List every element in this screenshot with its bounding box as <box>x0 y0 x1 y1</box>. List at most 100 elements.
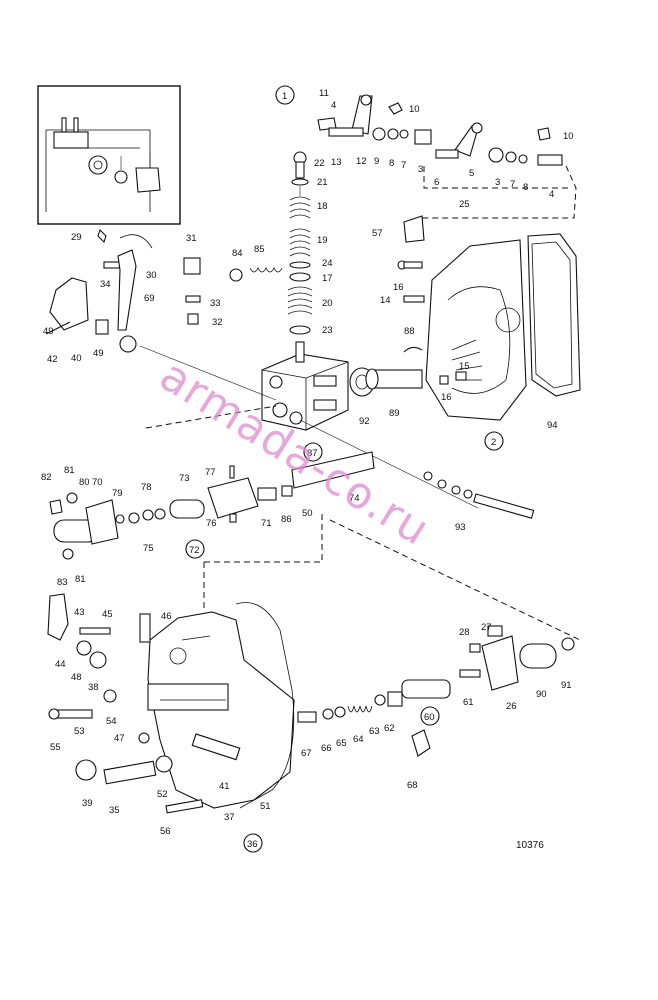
part-label: 70 <box>92 477 103 488</box>
part-label: 90 <box>536 689 547 700</box>
part-label: 3 <box>418 164 423 175</box>
part-label: 52 <box>157 789 168 800</box>
drawing-number: 10376 <box>516 840 544 851</box>
part-label: 43 <box>74 607 85 618</box>
assembly-label: 72 <box>189 545 200 556</box>
part-label: 18 <box>317 201 328 212</box>
part-label: 23 <box>322 325 333 336</box>
part-label: 38 <box>88 682 99 693</box>
part-label: 63 <box>369 726 380 737</box>
part-label: 48 <box>71 672 82 683</box>
part-label: 62 <box>384 723 395 734</box>
part-label: 7 <box>510 179 515 190</box>
part-label: 93 <box>455 522 466 533</box>
part-label: 20 <box>322 298 333 309</box>
part-label: 5 <box>469 168 474 179</box>
part-label: 10 <box>563 131 574 142</box>
assembly-label: 2 <box>491 437 496 448</box>
part-label: 9 <box>374 156 379 167</box>
part-label: 49 <box>93 348 104 359</box>
assembly-label: 36 <box>247 839 258 850</box>
part-label: 65 <box>336 738 347 749</box>
part-label: 27 <box>481 622 492 633</box>
part-label: 53 <box>74 726 85 737</box>
part-label: 89 <box>389 408 400 419</box>
part-label: 49 <box>43 326 54 337</box>
part-label: 88 <box>404 326 415 337</box>
part-label: 28 <box>459 627 470 638</box>
bottom-main-housing <box>47 514 581 814</box>
part-label: 94 <box>547 420 558 431</box>
governor-spring-stack <box>287 151 313 335</box>
part-label: 57 <box>372 228 383 239</box>
upper-lever-assembly <box>317 94 577 219</box>
part-label: 66 <box>321 743 332 754</box>
part-label: 42 <box>47 354 58 365</box>
part-label: 80 <box>79 477 90 488</box>
part-label: 54 <box>106 716 117 727</box>
assembly-label: 1 <box>282 91 287 102</box>
part-label: 10 <box>409 104 420 115</box>
circled-assembly-labels: 1 2 87 72 60 36 <box>185 85 504 853</box>
part-label: 78 <box>141 482 152 493</box>
part-label: 16 <box>441 392 452 403</box>
assembly-label: 60 <box>424 712 435 723</box>
part-label: 34 <box>100 279 111 290</box>
part-label: 4 <box>549 189 554 200</box>
part-label: 81 <box>75 574 86 585</box>
part-label: 76 <box>206 518 217 529</box>
part-label: 21 <box>317 177 328 188</box>
part-label: 56 <box>160 826 171 837</box>
part-label: 46 <box>161 611 172 622</box>
part-label: 41 <box>219 781 230 792</box>
part-label: 3 <box>495 177 500 188</box>
part-label: 86 <box>281 514 292 525</box>
part-label: 15 <box>459 361 470 372</box>
part-label: 6 <box>434 177 439 188</box>
part-label: 40 <box>71 353 82 364</box>
part-label: 91 <box>561 680 572 691</box>
part-label: 31 <box>186 233 197 244</box>
part-label: 8 <box>389 158 394 169</box>
part-label: 92 <box>359 416 370 427</box>
part-label: 55 <box>50 742 61 753</box>
part-label: 51 <box>260 801 271 812</box>
part-label: 29 <box>71 232 82 243</box>
part-label: 24 <box>322 258 333 269</box>
part-label: 85 <box>254 244 265 255</box>
part-label: 32 <box>212 317 223 328</box>
part-label: 64 <box>353 734 364 745</box>
right-shaft-assembly <box>297 625 575 757</box>
part-label: 37 <box>224 812 235 823</box>
part-label: 83 <box>57 577 68 588</box>
part-label: 84 <box>232 248 243 259</box>
part-label: 69 <box>144 293 155 304</box>
part-label: 50 <box>302 508 313 519</box>
left-linkage <box>45 228 283 353</box>
part-label: 14 <box>380 295 391 306</box>
part-label: 75 <box>143 543 154 554</box>
part-label: 33 <box>210 298 221 309</box>
part-label: 47 <box>114 733 125 744</box>
part-label: 77 <box>205 467 216 478</box>
part-label: 11 <box>319 88 329 99</box>
part-label: 19 <box>317 235 328 246</box>
part-label: 39 <box>82 798 93 809</box>
part-label: 22 <box>314 158 325 169</box>
part-label: 30 <box>146 270 157 281</box>
part-label: 61 <box>463 697 474 708</box>
part-label: 4 <box>331 100 336 111</box>
part-label: 68 <box>407 780 418 791</box>
part-label: 26 <box>506 701 517 712</box>
right-housing-and-gasket <box>365 215 581 421</box>
part-label: 35 <box>109 805 120 816</box>
part-label: 67 <box>301 748 312 759</box>
assembly-label: 87 <box>307 448 318 459</box>
part-label: 13 <box>331 157 342 168</box>
central-hub-housing <box>139 341 479 509</box>
part-label: 16 <box>393 282 404 293</box>
part-label: 17 <box>322 273 333 284</box>
part-label: 8 <box>523 182 528 193</box>
part-label: 79 <box>112 488 123 499</box>
